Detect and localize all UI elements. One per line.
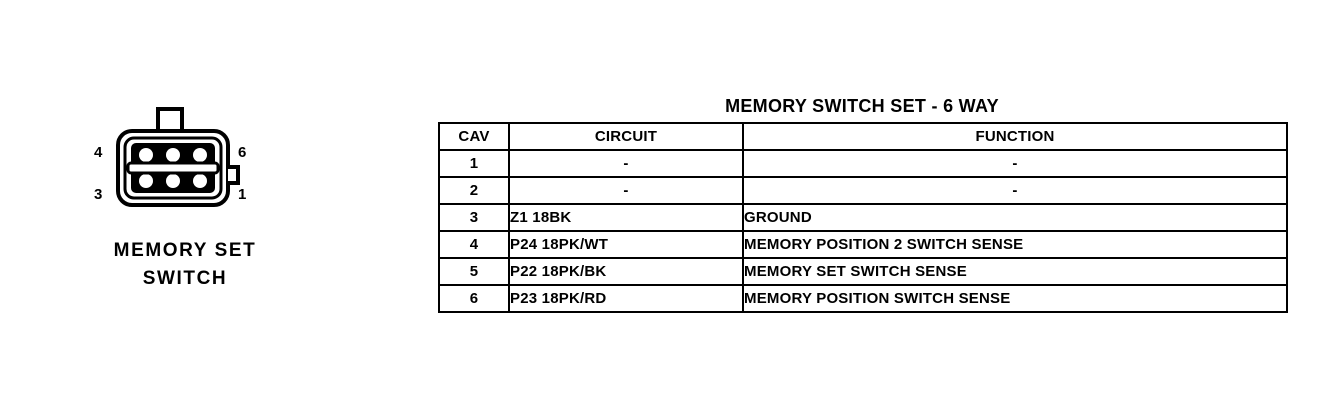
cell-cav: 5 bbox=[438, 257, 510, 286]
cavity-4-terminal bbox=[139, 148, 153, 162]
cell-function: MEMORY SET SWITCH SENSE bbox=[742, 257, 1288, 286]
column-header-cav: CAV bbox=[438, 122, 510, 151]
table-row: 2 - - bbox=[438, 176, 1288, 205]
cell-cav: 1 bbox=[438, 149, 510, 178]
pin-label-bottom-right: 1 bbox=[238, 186, 247, 203]
cell-function: MEMORY POSITION SWITCH SENSE bbox=[742, 284, 1288, 313]
table-row: 6 P23 18PK/RD MEMORY POSITION SWITCH SEN… bbox=[438, 284, 1288, 313]
cell-function: - bbox=[742, 149, 1288, 178]
pinout-table: CAV CIRCUIT FUNCTION 1 - - 2 - - 3 Z1 18… bbox=[438, 122, 1288, 313]
cell-circuit: Z1 18BK bbox=[508, 203, 744, 232]
column-header-function: FUNCTION bbox=[742, 122, 1288, 151]
cell-function: - bbox=[742, 176, 1288, 205]
table-header-row: CAV CIRCUIT FUNCTION bbox=[438, 122, 1288, 151]
pin-label-top-left: 4 bbox=[94, 144, 103, 161]
table-row: 1 - - bbox=[438, 149, 1288, 178]
cell-cav: 2 bbox=[438, 176, 510, 205]
connector-caption-line-2: SWITCH bbox=[142, 268, 228, 289]
cell-circuit: P23 18PK/RD bbox=[508, 284, 744, 313]
cell-cav: 3 bbox=[438, 203, 510, 232]
connector-illustration bbox=[70, 105, 300, 215]
pinout-table-block: MEMORY SWITCH SET - 6 WAY CAV CIRCUIT FU… bbox=[438, 96, 1288, 313]
pin-label-bottom-left: 3 bbox=[94, 186, 103, 203]
terminal-retainer-bar bbox=[126, 161, 220, 175]
cavity-3-terminal bbox=[139, 174, 153, 188]
connector-svg bbox=[116, 107, 240, 207]
cell-circuit: - bbox=[508, 149, 744, 178]
column-header-circuit: CIRCUIT bbox=[508, 122, 744, 151]
pin-label-top-right: 6 bbox=[238, 144, 247, 161]
cavity-6-terminal bbox=[193, 148, 207, 162]
cavity-2-terminal bbox=[166, 174, 180, 188]
connector-caption-line-1: MEMORY SET bbox=[113, 240, 257, 261]
connector-caption: MEMORY SET SWITCH bbox=[70, 237, 300, 293]
cell-circuit: - bbox=[508, 176, 744, 205]
cavity-1-terminal bbox=[193, 174, 207, 188]
cell-cav: 6 bbox=[438, 284, 510, 313]
connector-keying-notch bbox=[228, 165, 240, 185]
table-row: 3 Z1 18BK GROUND bbox=[438, 203, 1288, 232]
cell-function: GROUND bbox=[742, 203, 1288, 232]
cell-circuit: P22 18PK/BK bbox=[508, 257, 744, 286]
cell-cav: 4 bbox=[438, 230, 510, 259]
connector-figure: 4 6 3 1 MEMORY SET SWITCH bbox=[70, 105, 300, 305]
table-row: 4 P24 18PK/WT MEMORY POSITION 2 SWITCH S… bbox=[438, 230, 1288, 259]
cell-function: MEMORY POSITION 2 SWITCH SENSE bbox=[742, 230, 1288, 259]
cavity-5-terminal bbox=[166, 148, 180, 162]
table-title: MEMORY SWITCH SET - 6 WAY bbox=[725, 96, 999, 116]
table-row: 5 P22 18PK/BK MEMORY SET SWITCH SENSE bbox=[438, 257, 1288, 286]
cell-circuit: P24 18PK/WT bbox=[508, 230, 744, 259]
